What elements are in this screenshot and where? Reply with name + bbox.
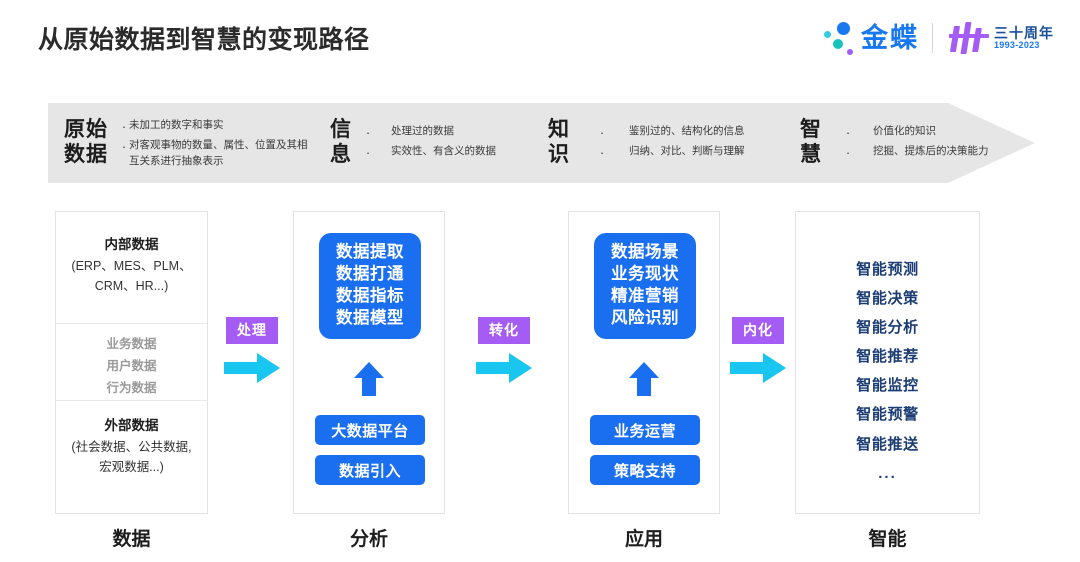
page-title: 从原始数据到智慧的变现路径 [38, 26, 370, 54]
connector-transformation: 转化 [476, 317, 552, 388]
up-arrow-icon [627, 362, 661, 396]
card-intelligence: 智能预测 智能决策 智能分析 智能推荐 智能监控 智能预警 智能推送 ... [795, 211, 980, 514]
list-item: 智能监控 [856, 377, 919, 395]
intelligence-list: 智能预测 智能决策 智能分析 智能推荐 智能监控 智能预警 智能推送 ... [796, 255, 979, 488]
band-heading: 信 息 [330, 118, 352, 166]
right-arrow-icon [730, 353, 806, 388]
column-label-analysis: 分析 [349, 529, 388, 550]
column-label-application: 应用 [624, 529, 663, 550]
card-divider [56, 323, 207, 324]
application-pill-2: 策略支持 [590, 455, 700, 485]
connector-label: 处理 [226, 317, 278, 344]
band-bullet: · 处理过的数据 [365, 124, 454, 140]
band-bullet: · 挖掘、提炼后的决策能力 [845, 145, 989, 160]
list-item: 智能决策 [856, 290, 919, 308]
column-label-data: 数据 [112, 529, 151, 550]
band-heading: 原始 数据 [64, 118, 108, 166]
analysis-pill-2: 数据引入 [315, 455, 425, 485]
band-stage-raw-data: 原始 数据 · 未加工的数字和事实 · 对客观事物的数量、属性、位置及其相互关系… [64, 103, 311, 183]
analysis-pill-1: 大数据平台 [315, 415, 425, 445]
band-heading: 知 识 [548, 118, 570, 166]
connector-label: 转化 [478, 317, 530, 344]
band-stage-knowledge: 知 识 · 鉴别过的、结构化的信息 · 归纳、对比、判断与理解 [548, 103, 745, 183]
anniversary-badge: 三十周年 1993-2023 [946, 21, 1054, 55]
card-divider [56, 400, 207, 401]
right-arrow-icon [476, 353, 552, 388]
anniversary-label: 三十周年 [994, 24, 1054, 41]
application-pill-1: 业务运营 [590, 415, 700, 445]
internal-data-section: 内部数据 (ERP、MES、PLM、 CRM、HR...) [71, 237, 192, 294]
connector-processing: 处理 [224, 317, 300, 388]
anniversary-mark-icon [946, 21, 990, 55]
band-bullet: · 对客观事物的数量、属性、位置及其相互关系进行抽象表示 [121, 138, 308, 168]
brand-logo: 金蝶 三十周年 1993-2023 [817, 16, 1054, 60]
brand-name: 金蝶 [861, 22, 919, 53]
band-bullet: · 价值化的知识 [845, 124, 936, 140]
middle-data-section: 业务数据 用户数据 行为数据 [106, 337, 157, 395]
list-item: 智能推荐 [856, 348, 919, 366]
band-bullet: · 未加工的数字和事实 [121, 118, 224, 134]
application-main-box: 数据场景 业务现状 精准营销 风险识别 [594, 233, 696, 339]
connector-internalization: 内化 [730, 317, 806, 388]
list-item: 智能预警 [856, 406, 919, 424]
analysis-main-box: 数据提取 数据打通 数据指标 数据模型 [319, 233, 421, 339]
card-analysis: 数据提取 数据打通 数据指标 数据模型 大数据平台 数据引入 [293, 211, 445, 514]
band-bullet: · 实效性、有含义的数据 [365, 145, 496, 160]
column-label-intelligence: 智能 [868, 529, 907, 550]
card-application: 数据场景 业务现状 精准营销 风险识别 业务运营 策略支持 [568, 211, 720, 514]
band-stage-wisdom: 智 慧 · 价值化的知识 · 挖掘、提炼后的决策能力 [800, 103, 989, 183]
up-arrow-icon [352, 362, 386, 396]
list-ellipsis: ... [878, 464, 897, 482]
band-heading: 智 慧 [800, 118, 822, 166]
external-data-section: 外部数据 (社会数据、公共数据, 宏观数据...) [71, 418, 192, 475]
right-arrow-icon [224, 353, 300, 388]
kingdee-dots-icon [817, 18, 859, 58]
card-data: 内部数据 (ERP、MES、PLM、 CRM、HR...) 业务数据 用户数据 … [55, 211, 208, 514]
list-item: 智能预测 [856, 261, 919, 278]
brand-divider [932, 23, 933, 53]
list-item: 智能推送 [856, 435, 919, 453]
band-bullet: · 归纳、对比、判断与理解 [599, 145, 745, 160]
connector-label: 内化 [732, 317, 784, 344]
band-stage-information: 信 息 · 处理过的数据 · 实效性、有含义的数据 [330, 103, 496, 183]
list-item: 智能分析 [856, 319, 919, 337]
dikw-band: 原始 数据 · 未加工的数字和事实 · 对客观事物的数量、属性、位置及其相互关系… [48, 103, 1035, 183]
band-bullet: · 鉴别过的、结构化的信息 [599, 124, 745, 140]
anniversary-years: 1993-2023 [994, 39, 1040, 50]
